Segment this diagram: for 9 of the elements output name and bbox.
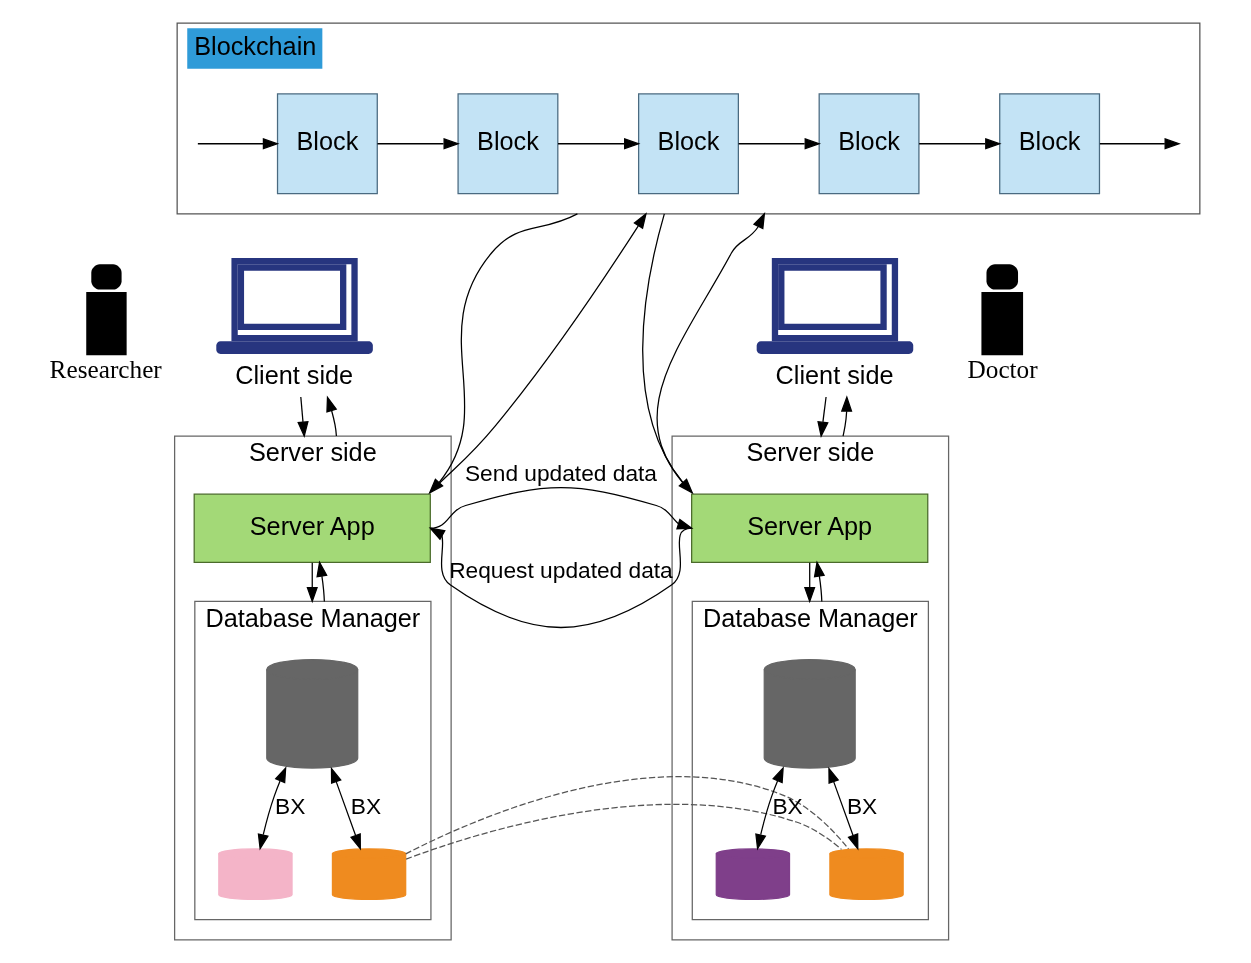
edge-label: Send updated data: [464, 459, 657, 486]
edge-label: BX: [771, 793, 803, 820]
edge-label: BX: [274, 793, 305, 820]
node-label: Client side: [775, 361, 894, 390]
node-label: Researcher: [49, 354, 162, 383]
edge-label: BX: [350, 793, 381, 820]
node-label: Client side: [234, 361, 353, 390]
edge-label: BX: [846, 793, 877, 820]
node-label: Doctor: [967, 354, 1038, 383]
